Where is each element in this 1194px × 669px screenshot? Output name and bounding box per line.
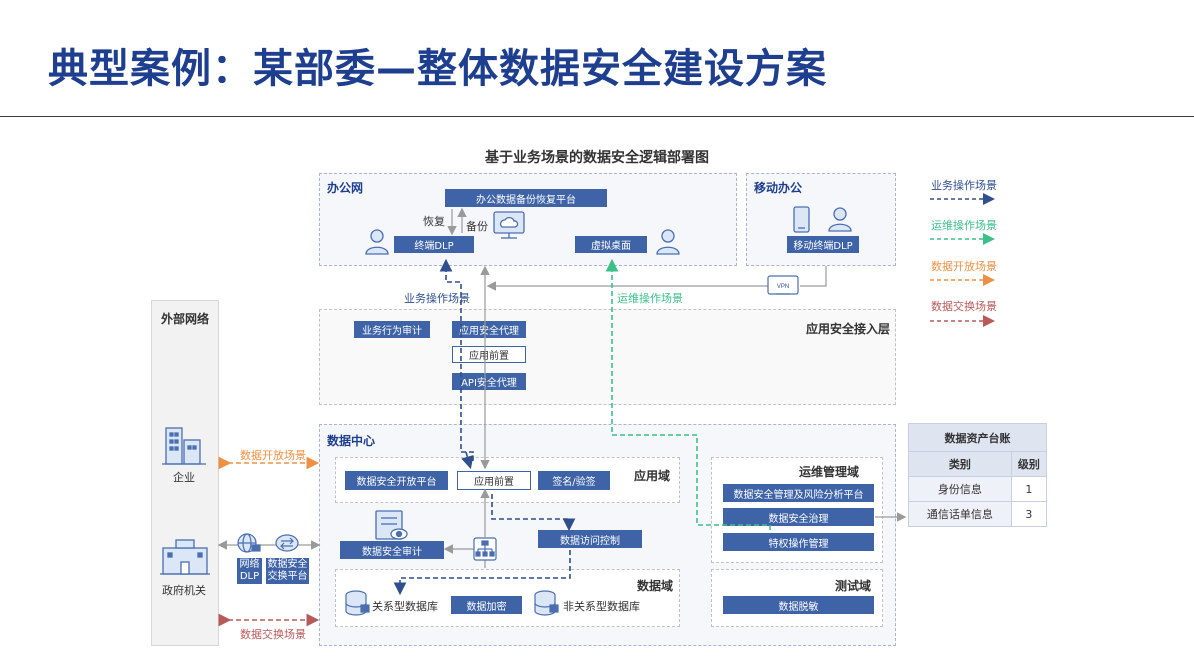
net-dlp-node: 网络 DLP	[237, 558, 262, 584]
legend-open-label: 数据开放场景	[931, 260, 997, 273]
nonrelational-database-icon	[534, 590, 559, 616]
privileged-ops-node: 特权操作管理	[723, 533, 874, 551]
ledger-cell: 3	[1010, 501, 1048, 527]
table-row: 通信话单信息 3	[908, 501, 1048, 527]
behavior-audit-node: 业务行为审计	[354, 321, 430, 338]
exchange-platform-line2: 交换平台	[267, 571, 308, 582]
front-to-access-flow	[491, 494, 576, 532]
legend-exchange-label: 数据交换场景	[931, 300, 997, 313]
page-title: 典型案例：某部委—整体数据安全建设方案	[48, 46, 827, 92]
access-control-node: 数据访问控制	[538, 530, 642, 548]
network-hub-icon	[473, 537, 497, 561]
mobile-dlp-node: 移动终端DLP	[787, 236, 859, 253]
risk-platform-node: 数据安全管理及风险分析平台	[723, 484, 874, 502]
phone-icon	[793, 206, 810, 233]
open-platform-node: 数据安全开放平台	[345, 471, 448, 490]
business-flow-label: 业务操作场景	[404, 292, 470, 305]
ledger-cell: 通信话单信息	[908, 501, 1012, 527]
terminal-dlp-node: 终端DLP	[394, 236, 474, 253]
sign-verify-node: 签名/验签	[538, 471, 610, 490]
exchange-platform-node: 数据安全 交换平台	[266, 558, 309, 584]
net-dlp-line2: DLP	[239, 571, 260, 582]
external-network-panel	[151, 300, 219, 646]
vpn-device-icon	[767, 275, 799, 295]
net-dlp-line1: 网络	[239, 559, 260, 570]
nonrelational-db-label: 非关系型数据库	[563, 600, 640, 613]
legend-maint-label: 运维操作场景	[931, 219, 997, 232]
masking-node: 数据脱敏	[723, 596, 874, 614]
relational-db-label: 关系型数据库	[372, 600, 438, 613]
business-flow-path	[439, 258, 474, 461]
vpn-line	[800, 266, 827, 287]
office-net-label: 办公网	[327, 181, 364, 195]
title-divider	[0, 116, 1194, 117]
datacenter-label: 数据中心	[327, 434, 376, 448]
encryption-node: 数据加密	[451, 596, 522, 614]
exchange-scene-label: 数据交换场景	[240, 628, 306, 641]
globe-lock-icon	[237, 533, 261, 553]
restore-label: 恢复	[423, 215, 445, 228]
asset-ledger-table: 数据资产台账 类别 级别 身份信息 1 通信话单信息 3	[908, 423, 1048, 527]
legend-business-label: 业务操作场景	[931, 179, 997, 192]
app-domain-label: 应用域	[634, 469, 671, 483]
diagram-title: 基于业务场景的数据安全逻辑部署图	[485, 150, 709, 166]
access-to-db-flow	[393, 550, 571, 596]
government-building-icon	[160, 539, 210, 575]
governance-node: 数据安全治理	[723, 508, 874, 526]
backup-platform-node: 办公数据备份恢复平台	[445, 189, 607, 207]
backup-label: 备份	[466, 220, 488, 233]
mobile-office-zone	[746, 173, 896, 266]
relational-database-icon	[345, 590, 370, 616]
test-domain-label: 测试域	[835, 579, 872, 593]
audit-document-icon	[375, 510, 408, 540]
maint-flow-path	[605, 258, 771, 530]
enterprise-label: 企业	[173, 471, 195, 484]
user-icon	[656, 229, 680, 255]
maint-flow-label: 运维操作场景	[617, 292, 683, 305]
user-icon	[365, 229, 389, 255]
external-network-label: 外部网络	[161, 312, 210, 326]
ledger-title: 数据资产台账	[908, 423, 1047, 452]
dc-app-front-node: 应用前置	[457, 471, 531, 490]
ledger-header-category: 类别	[908, 451, 1012, 477]
exchange-platform-line1: 数据安全	[267, 559, 308, 570]
user-icon	[828, 207, 852, 232]
security-audit-node: 数据安全审计	[340, 541, 444, 559]
mobile-office-label: 移动办公	[754, 181, 803, 195]
enterprise-building-icon	[162, 427, 206, 465]
government-label: 政府机关	[162, 584, 206, 597]
ops-domain-label: 运维管理域	[799, 465, 860, 479]
vpn-text: VPN	[777, 284, 789, 290]
app-access-label: 应用安全接入层	[806, 322, 891, 336]
business-flow-down	[461, 451, 474, 470]
virtual-desktop-node: 虚拟桌面	[575, 236, 647, 253]
router-icon	[275, 534, 299, 552]
monitor-cloud-icon	[493, 211, 525, 239]
data-domain-label: 数据域	[637, 579, 674, 593]
